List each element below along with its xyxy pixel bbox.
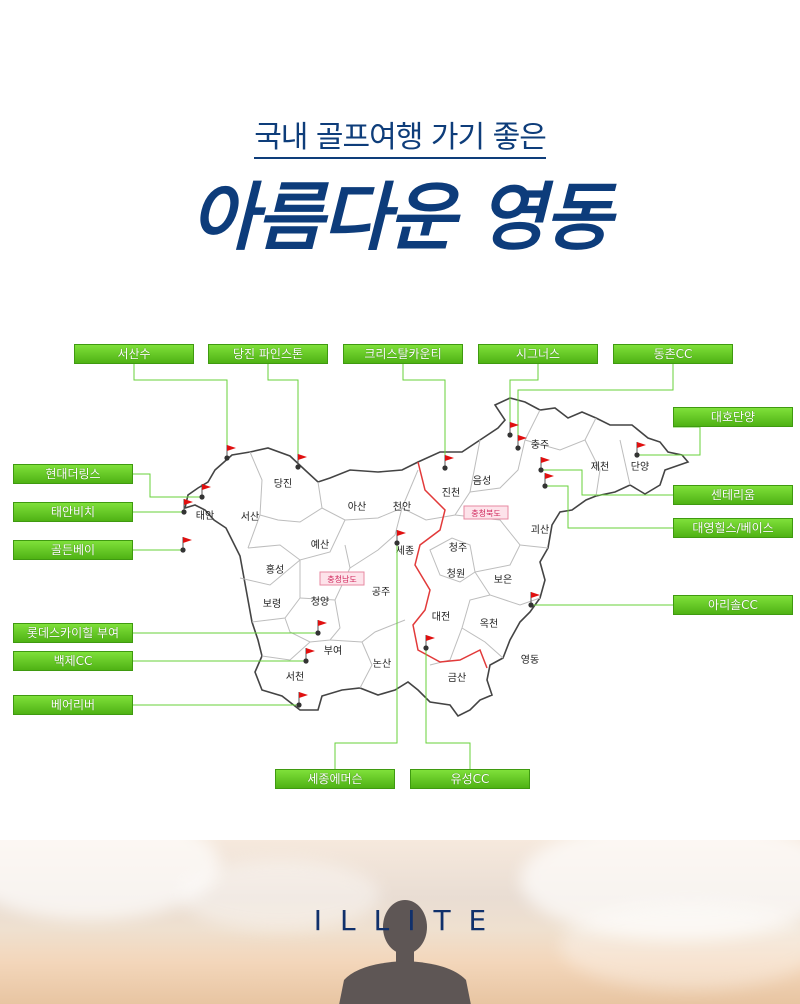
region-label: 대전 [432,611,450,623]
golf-flag-icon [515,435,527,451]
golf-flag-icon [442,455,454,471]
golf-flag-icon [634,442,646,458]
region-label: 당진 [274,478,292,490]
region-label: 괴산 [531,524,549,536]
golf-flag-icon [303,648,315,664]
golf-flag-icon [542,473,554,489]
leader-line [334,543,398,769]
region-label: 부여 [324,645,342,657]
region-label: 영동 [521,654,539,666]
leader-line [267,363,299,467]
course-tag: 골든베이 [13,540,133,560]
leader-line [545,485,673,529]
region-label: 금산 [448,672,466,684]
region-label: 홍성 [266,563,284,576]
golf-flag-icon [528,592,540,608]
course-tag: 유성CC [410,769,530,789]
region-label: 단양 [631,461,649,473]
page-title: 아름다운 영동 [189,175,612,261]
course-tag: 아리솔CC [673,595,793,615]
golf-flag-icon [180,537,192,553]
course-tag: 동촌CC [613,344,733,364]
person-silhouette [339,900,471,1004]
golf-flag-icon [199,484,211,500]
course-tag: 서산수 [74,344,194,364]
province-border-line [412,461,488,669]
leader-line [541,469,673,496]
region-label: 세종 [396,545,414,557]
region-label: 예산 [311,539,329,551]
region-label: 음성 [473,475,491,487]
course-tag: 크리스탈카운티 [343,344,463,364]
golf-flag-icon [538,457,550,473]
golf-flag-icon [224,445,236,461]
region-label: 청주 [449,542,467,554]
leader-line [133,363,228,458]
region-label: 충주 [531,439,549,451]
leader-line [402,363,446,468]
course-tag: 태안비치 [13,502,133,522]
province-outline [183,397,690,718]
course-tag: 시그너스 [478,344,598,364]
golf-flag-icon [296,692,308,708]
region-label: 서산 [241,511,259,523]
leader-line [637,426,701,456]
golf-flag-icon [394,530,406,546]
region-label: 청원 [447,568,465,580]
course-tag: 베어리버 [13,695,133,715]
region-label: 청양 [311,596,329,608]
leader-line [425,648,471,769]
course-tag: 롯데스카이힐 부여 [13,623,133,643]
leader-line [517,363,674,448]
region-label: 서천 [286,671,304,683]
course-tag: 센테리움 [673,485,793,505]
golf-flag-icon [507,422,519,438]
course-tag: 백제CC [13,651,133,671]
page-subtitle: 국내 골프여행 가기 좋은 [0,112,800,159]
province-label-north: 충청북도 [471,509,500,518]
leader-line [133,473,202,498]
course-tag: 세종에머슨 [275,769,395,789]
golf-flag-icon [423,635,435,651]
golf-flag-icon [181,499,193,515]
golf-flag-icon [295,454,307,470]
course-tag: 대호단양 [673,407,793,427]
region-label: 진천 [442,487,460,499]
region-label: 옥천 [480,618,498,630]
course-tag: 현대더링스 [13,464,133,484]
region-label: 논산 [373,658,391,670]
course-tag: 당진 파인스톤 [208,344,328,364]
region-label: 보은 [494,574,512,586]
region-label: 공주 [372,586,390,598]
province-label-south: 충청남도 [327,575,356,584]
region-label: 천안 [393,501,411,513]
leader-line [509,363,539,435]
footer-banner: ILLITE [0,840,800,1004]
golf-flag-icon [315,620,327,636]
region-label: 보령 [263,598,281,610]
region-label: 태안 [196,510,214,522]
course-tag: 대영힐스/베이스 [673,518,793,538]
region-label: 아산 [348,501,366,513]
brand-logo: ILLITE [313,904,505,937]
region-label: 제천 [591,461,609,473]
